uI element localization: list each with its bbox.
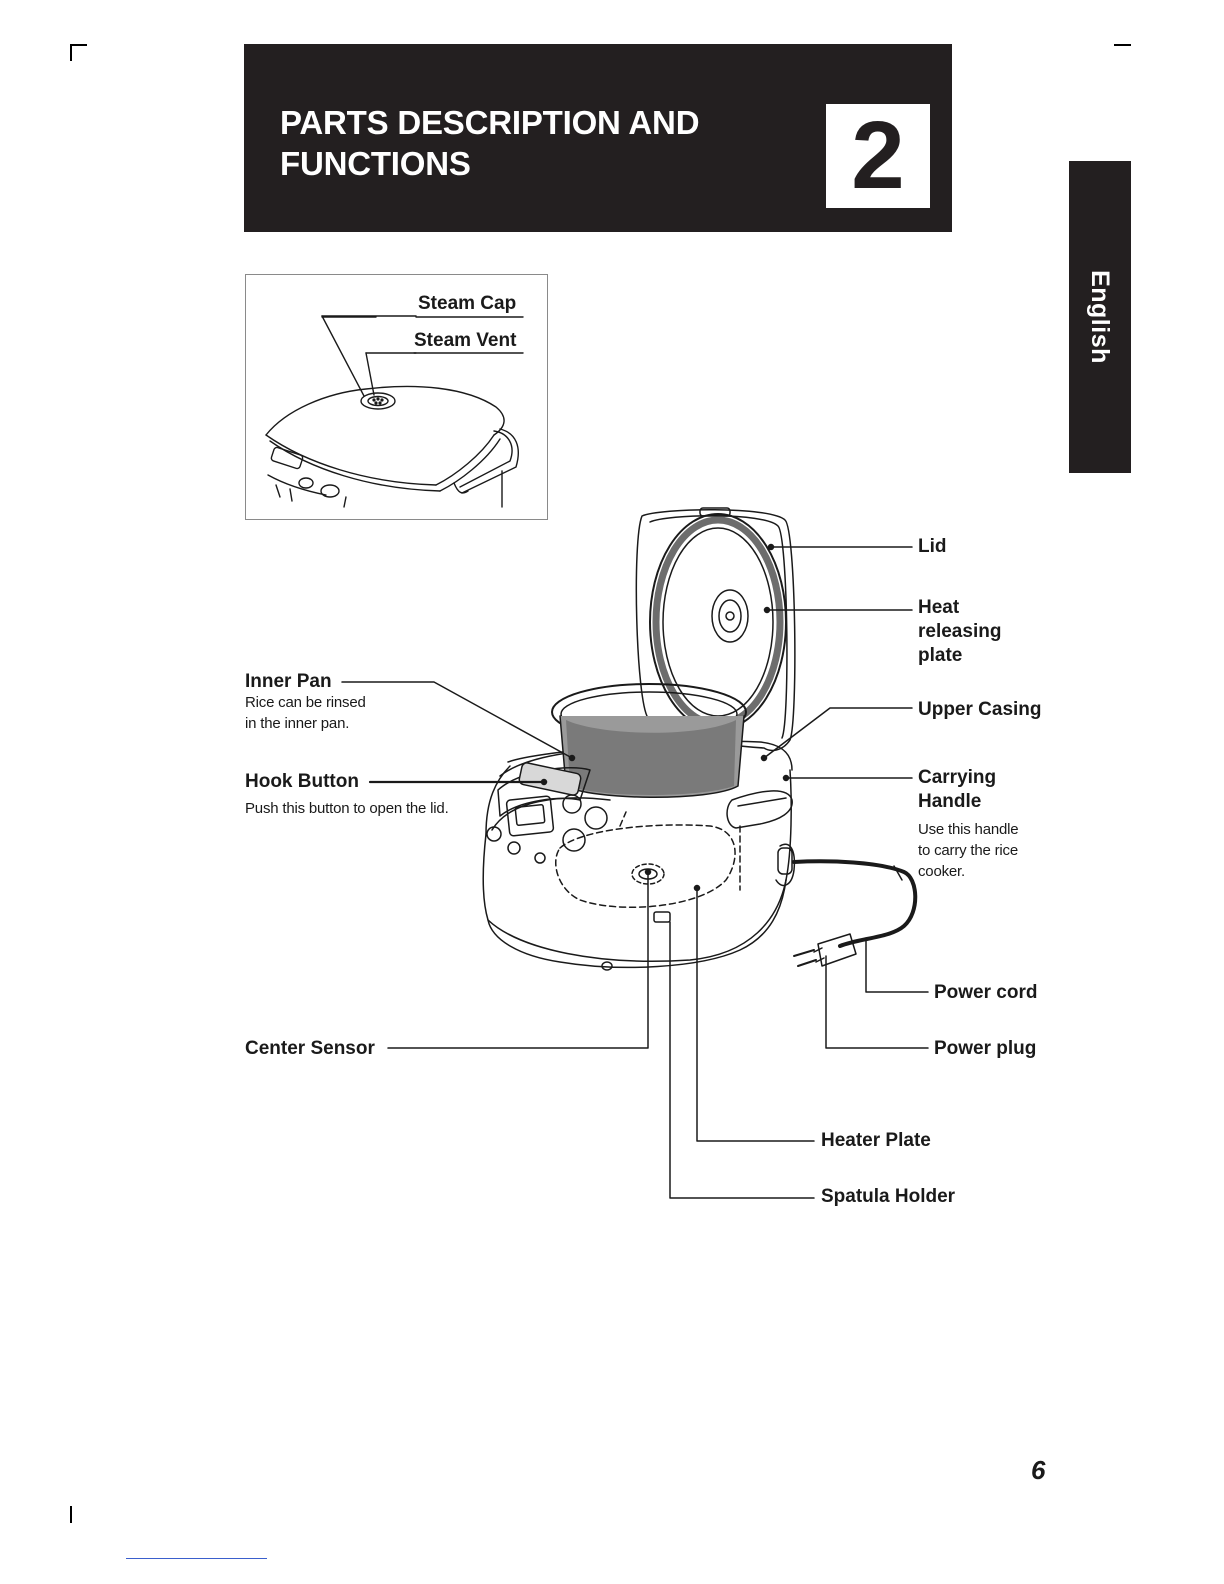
crop-mark-top-left-h [70, 44, 87, 46]
heater-plate-label: Heater Plate [821, 1130, 931, 1151]
steam-cap-label: Steam Cap [418, 293, 517, 314]
spatula-holder-label: Spatula Holder [821, 1186, 956, 1207]
steam-vent-label: Steam Vent [414, 330, 517, 351]
section-header: PARTS DESCRIPTION AND FUNCTIONS 2 [244, 44, 952, 232]
carrying-handle-description: Use this handle to carry the rice cooker… [918, 821, 1019, 880]
hook-button-description: Push this button to open the lid. [245, 800, 449, 817]
hook-button-label: Hook Button [245, 771, 359, 792]
crop-mark-bottom-left [70, 1506, 72, 1523]
footer-rule [126, 1558, 267, 1559]
steam-cap-inset: Steam Cap Steam Vent [245, 274, 548, 520]
lid-label: Lid [918, 536, 947, 557]
section-title: PARTS DESCRIPTION AND FUNCTIONS [280, 104, 700, 182]
inner-pan-description: Rice can be rinsed in the inner pan. [245, 694, 366, 732]
inner-pan-label: Inner Pan [245, 671, 332, 692]
chapter-number: 2 [851, 102, 905, 209]
crop-mark-top-right [1114, 44, 1131, 46]
chapter-number-box: 2 [826, 104, 930, 208]
heat-releasing-plate-label: Heat releasing plate [918, 597, 1002, 666]
power-cord-label: Power cord [934, 982, 1038, 1003]
language-tab: English [1069, 161, 1131, 473]
power-plug-label: Power plug [934, 1038, 1037, 1059]
inset-lid-illustration [265, 315, 524, 508]
crop-mark-top-left-v [70, 44, 72, 61]
carrying-handle-label: Carrying Handle [918, 767, 997, 812]
upper-casing-label: Upper Casing [918, 699, 1042, 720]
page-number: 6 [1031, 1455, 1046, 1485]
center-sensor-label: Center Sensor [245, 1038, 375, 1059]
